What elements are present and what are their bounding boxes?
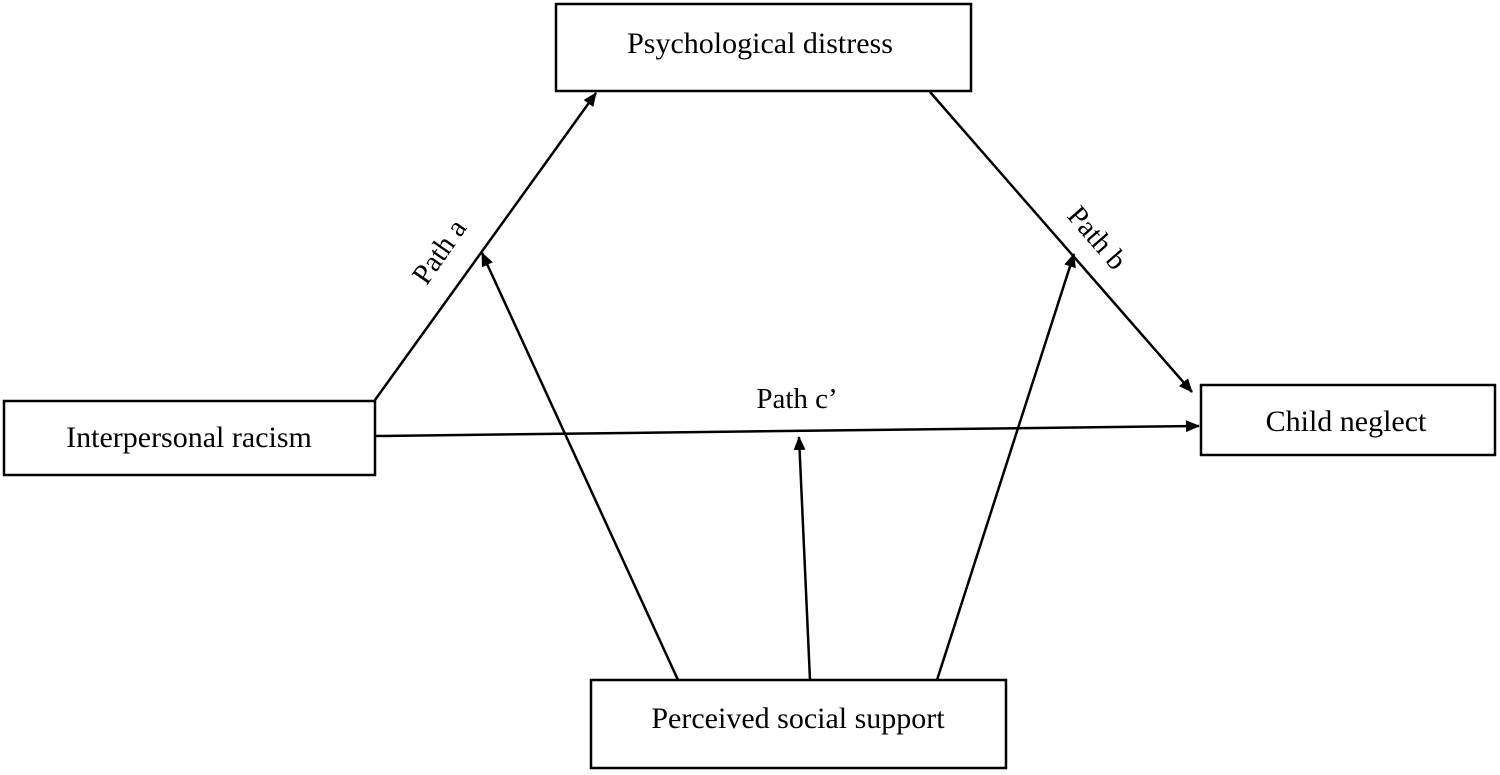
perceived-social-support-box <box>589 678 1008 770</box>
child-neglect-label: Child neglect <box>1266 405 1427 438</box>
node-child-neglect: Child neglect <box>1199 383 1497 457</box>
moderation-arrow-path-b <box>935 253 1076 681</box>
node-perceived-social-support: Perceived social support <box>589 678 1008 770</box>
node-psychological-distress: Psychological distress <box>554 2 973 93</box>
moderation-arrow-path-a <box>480 252 680 681</box>
interpersonal-racism-box <box>2 399 377 477</box>
psychological-distress-box <box>554 2 973 93</box>
path-c-prime-label: Path c’ <box>756 383 837 415</box>
path-c-prime-arrow <box>375 420 1200 438</box>
edges <box>373 91 1200 681</box>
interpersonal-racism-label: Interpersonal racism <box>66 421 312 454</box>
perceived-social-support-label: Perceived social support <box>651 702 945 735</box>
child-neglect-box <box>1199 383 1497 457</box>
psychological-distress-label: Psychological distress <box>627 27 893 60</box>
path-b-arrow <box>929 91 1193 393</box>
node-interpersonal-racism: Interpersonal racism <box>2 399 377 477</box>
path-a-arrow <box>373 92 598 401</box>
moderation-arrow-path-c-prime <box>793 436 812 681</box>
